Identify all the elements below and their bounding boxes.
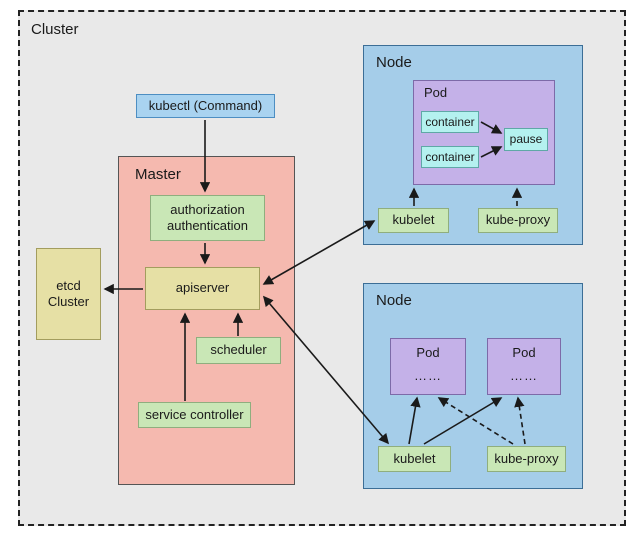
kubelet-bottom-box: kubelet	[378, 446, 451, 472]
pod-bottom-right-box: Pod ……	[487, 338, 561, 395]
kubelet-top-box: kubelet	[378, 208, 449, 233]
apiserver-box: apiserver	[145, 267, 260, 310]
kube-proxy-bottom-box: kube-proxy	[487, 446, 566, 472]
node-bottom-label: Node	[376, 292, 412, 309]
pause-box: pause	[504, 128, 548, 151]
authorization-authentication-box: authorization authentication	[150, 195, 265, 241]
etcd-label-line2: Cluster	[47, 294, 90, 309]
cluster-label: Cluster	[31, 21, 79, 38]
kubectl-box: kubectl (Command)	[136, 94, 275, 118]
pod-bottom-right-dots: ……	[510, 368, 538, 384]
pod-bottom-left-label: Pod	[416, 345, 440, 360]
container-box-2: container	[421, 146, 479, 168]
pod-top-label: Pod	[424, 85, 448, 100]
master-label: Master	[135, 166, 181, 183]
node-top-label: Node	[376, 54, 412, 71]
kube-proxy-top-box: kube-proxy	[478, 208, 558, 233]
etcd-label-line1: etcd	[56, 277, 81, 293]
scheduler-box: scheduler	[196, 337, 281, 364]
service-controller-box: service controller	[138, 402, 251, 428]
etcd-cluster-box: etcd Cluster	[36, 248, 101, 340]
container-box-1: container	[421, 111, 479, 133]
pod-bottom-left-dots: ……	[414, 368, 442, 384]
pod-bottom-right-label: Pod	[512, 345, 536, 360]
pod-bottom-left-box: Pod ……	[390, 338, 466, 395]
